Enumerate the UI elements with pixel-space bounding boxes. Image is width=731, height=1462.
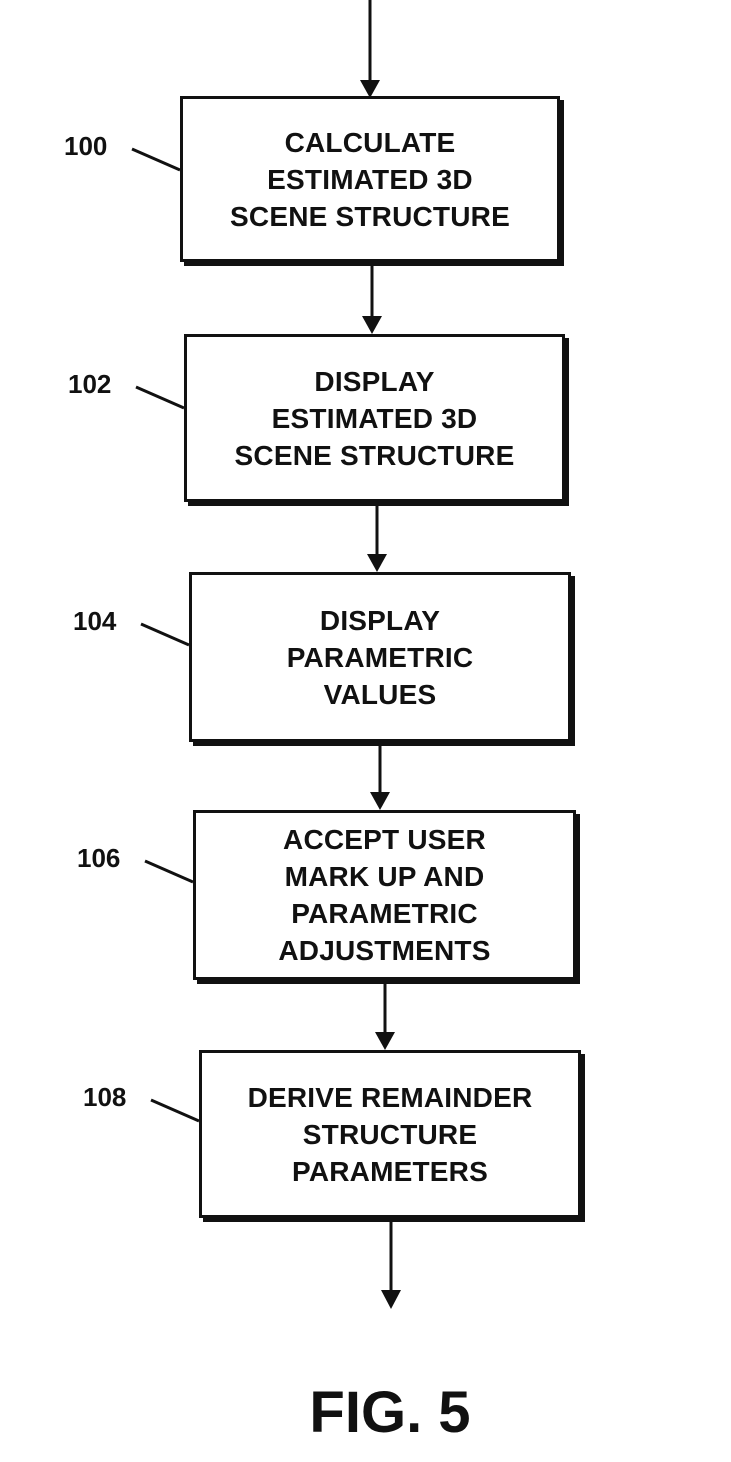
step-box-display-structure: DISPLAY ESTIMATED 3D SCENE STRUCTURE [184, 334, 565, 502]
step-line: MARK UP AND [284, 861, 485, 892]
step-line: ACCEPT USER [283, 824, 486, 855]
figure-label: FIG. 5 [309, 1380, 471, 1445]
arrow-102-104-head [367, 554, 387, 572]
step-box-derive-remainder: DERIVE REMAINDER STRUCTURE PARAMETERS [199, 1050, 581, 1218]
ref-number-108: 108 [83, 1082, 127, 1112]
leader-line-108 [150, 1098, 200, 1123]
step-line: DISPLAY [319, 604, 441, 636]
step-line: VALUES [323, 678, 437, 710]
step-line: SCENE STRUCTURE [234, 439, 515, 471]
arrow-100-102-head [362, 316, 382, 334]
arrow-106-108-head [375, 1032, 395, 1050]
step-line: SCENE STRUCTURE [230, 200, 510, 232]
step-line: ESTIMATED 3D [267, 163, 473, 195]
step-line: DERIVE REMAINDER [247, 1081, 533, 1113]
leader-line-102 [135, 385, 185, 410]
step-box-display-parametric: DISPLAY PARAMETRIC VALUES [189, 572, 571, 742]
step-line: DISPLAY [314, 365, 435, 397]
ref-number-104: 104 [73, 606, 117, 636]
step-line: PARAMETRIC [291, 898, 478, 929]
ref-number-102: 102 [68, 369, 112, 399]
entry-arrowhead [360, 80, 380, 98]
leader-line-100 [131, 147, 181, 172]
ref-number-106: 106 [77, 843, 121, 873]
step-line: ADJUSTMENTS [278, 935, 491, 966]
leader-line-104 [140, 622, 190, 647]
step-line: STRUCTURE [302, 1118, 478, 1150]
step-line: ESTIMATED 3D [271, 402, 478, 434]
step-line: CALCULATE [284, 126, 456, 158]
step-box-calculate: CALCULATE ESTIMATED 3D SCENE STRUCTURE [180, 96, 560, 262]
leader-line-106 [144, 859, 194, 884]
ref-number-100: 100 [64, 131, 108, 161]
step-line: PARAMETRIC [286, 641, 474, 673]
exit-arrowhead [381, 1290, 401, 1309]
step-line: PARAMETERS [292, 1155, 488, 1187]
arrow-104-106-head [370, 792, 390, 810]
step-box-accept-user-markup: ACCEPT USER MARK UP AND PARAMETRIC ADJUS… [193, 810, 576, 980]
